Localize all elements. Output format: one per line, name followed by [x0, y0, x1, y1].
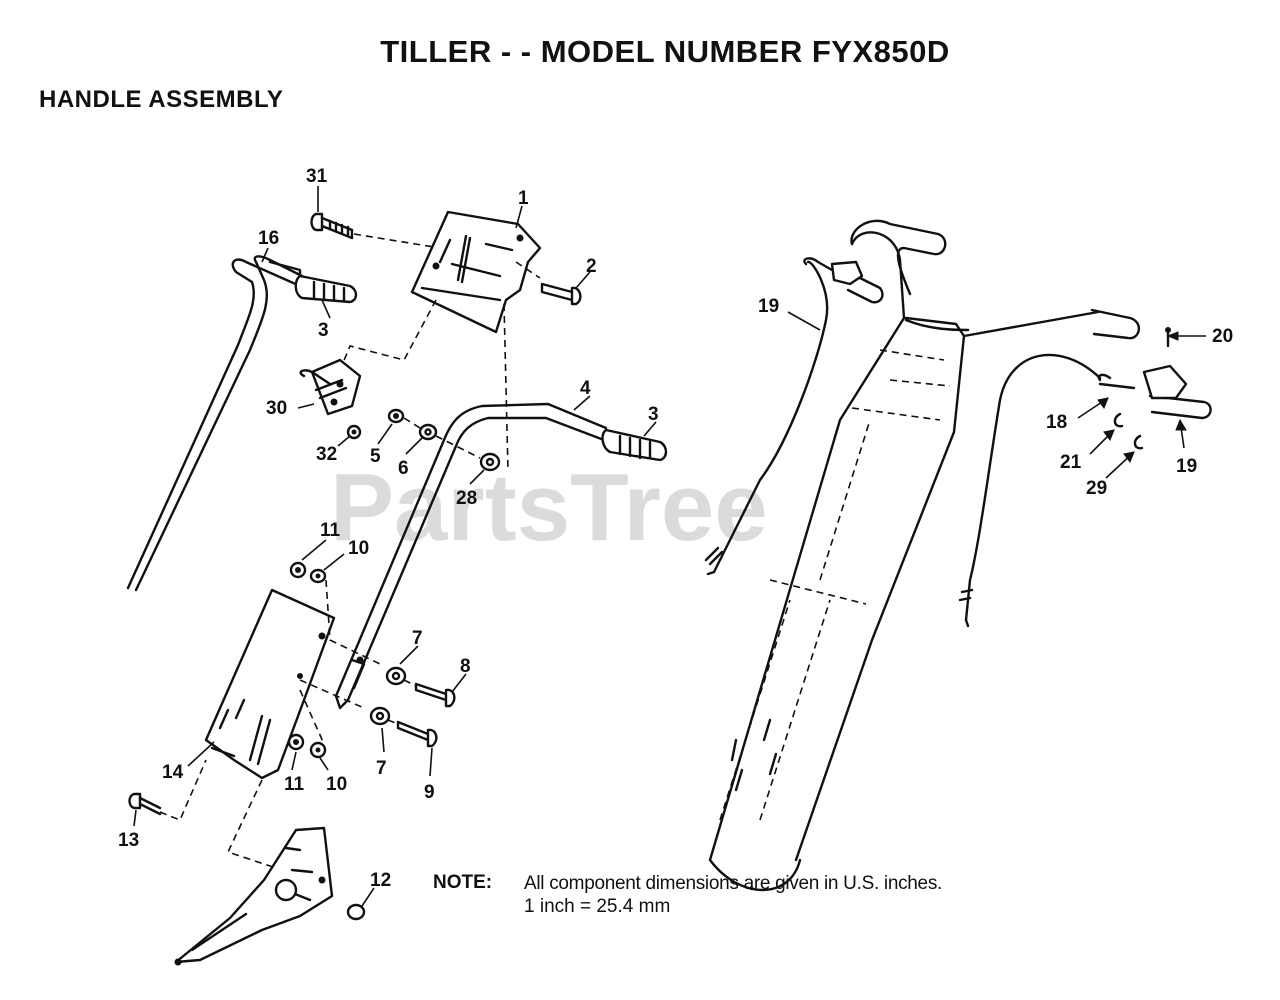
part-29-clip — [1133, 434, 1144, 450]
dash-2 — [515, 261, 541, 279]
part-4-right-handle — [334, 402, 608, 710]
callout-19-right: 19 — [1176, 456, 1197, 477]
dash-14-12 — [226, 779, 277, 869]
callout-7-lower: 7 — [376, 758, 387, 779]
callout-19-left: 19 — [758, 296, 779, 317]
callout-13: 13 — [118, 830, 139, 851]
callout-16: 16 — [258, 228, 279, 249]
note-label: NOTE: — [433, 872, 493, 893]
callout-labels: 31 1 16 2 3 4 3 30 32 5 6 28 11 10 7 8 7… — [118, 166, 1233, 891]
callout-14: 14 — [162, 762, 184, 783]
part-30-bracket — [299, 358, 362, 416]
watermark: PartsTree — [330, 454, 768, 561]
callout-11-top: 11 — [320, 520, 341, 541]
part-21-clip — [1113, 412, 1124, 428]
part-14-lower-plate — [204, 588, 336, 780]
dash-7-8 — [403, 679, 417, 687]
dash-1-30 — [339, 299, 437, 371]
part-11-nut-top — [289, 561, 307, 579]
page-title: TILLER - - MODEL NUMBER FYX850D — [380, 34, 950, 69]
callout-3-left: 3 — [318, 320, 329, 341]
callout-9: 9 — [424, 782, 435, 803]
callout-2: 2 — [586, 256, 597, 277]
part-3-grip-left — [294, 274, 358, 304]
leader-lines — [133, 186, 1206, 907]
part-11-nut-bottom — [287, 733, 305, 751]
callout-32: 32 — [316, 444, 337, 465]
part-7-washer-upper — [385, 666, 407, 686]
part-2-bolt — [540, 282, 582, 306]
callout-1: 1 — [518, 188, 529, 209]
callout-6: 6 — [398, 458, 409, 479]
callout-21: 21 — [1060, 452, 1082, 473]
part-10-washer-bottom — [309, 741, 327, 759]
callout-8: 8 — [460, 656, 471, 677]
part-1-bracket — [410, 210, 542, 334]
callout-10-bottom: 10 — [326, 774, 347, 795]
part-13-bolt — [128, 792, 162, 816]
section-title: HANDLE ASSEMBLY — [39, 86, 284, 113]
dash-1-28 — [503, 303, 509, 471]
dash-washers — [403, 417, 481, 459]
callout-10-top: 10 — [348, 538, 369, 559]
callout-31: 31 — [306, 166, 328, 187]
assembled-handle — [708, 219, 1212, 892]
part-16-left-handle — [126, 255, 304, 592]
cable-19-left — [704, 260, 829, 576]
part-5-washer — [387, 408, 405, 424]
cable-19-right — [958, 353, 1102, 628]
note-text: All component dimensions are given in U.… — [524, 873, 943, 894]
note-conversion: 1 inch = 25.4 mm — [524, 896, 671, 917]
part-9-bolt — [396, 720, 438, 748]
part-32-nut — [346, 424, 362, 440]
callout-29: 29 — [1086, 478, 1107, 499]
callout-5: 5 — [370, 446, 381, 467]
dash-31 — [353, 233, 441, 249]
dash-13 — [159, 759, 207, 822]
part-3-grip-right — [601, 428, 668, 462]
callout-11-bottom: 11 — [284, 774, 305, 795]
callout-7-upper: 7 — [412, 628, 423, 649]
callout-3-right: 3 — [648, 404, 659, 425]
dash-plate — [299, 679, 365, 745]
callout-20: 20 — [1212, 326, 1233, 347]
part-6-washer — [418, 423, 438, 441]
dash-10-top — [325, 579, 381, 665]
part-7-washer-lower — [369, 706, 391, 726]
part-12-bottom-bracket — [174, 826, 366, 966]
callout-18: 18 — [1046, 412, 1067, 433]
part-28-washer — [479, 452, 501, 472]
callout-28: 28 — [456, 488, 477, 509]
callout-4: 4 — [580, 378, 591, 399]
part-31-bolt — [310, 212, 354, 240]
callout-12: 12 — [370, 870, 391, 891]
part-8-bolt — [414, 682, 456, 708]
callout-30: 30 — [266, 398, 287, 419]
dash-7-9 — [387, 719, 399, 725]
part-10-washer-top — [309, 568, 327, 584]
